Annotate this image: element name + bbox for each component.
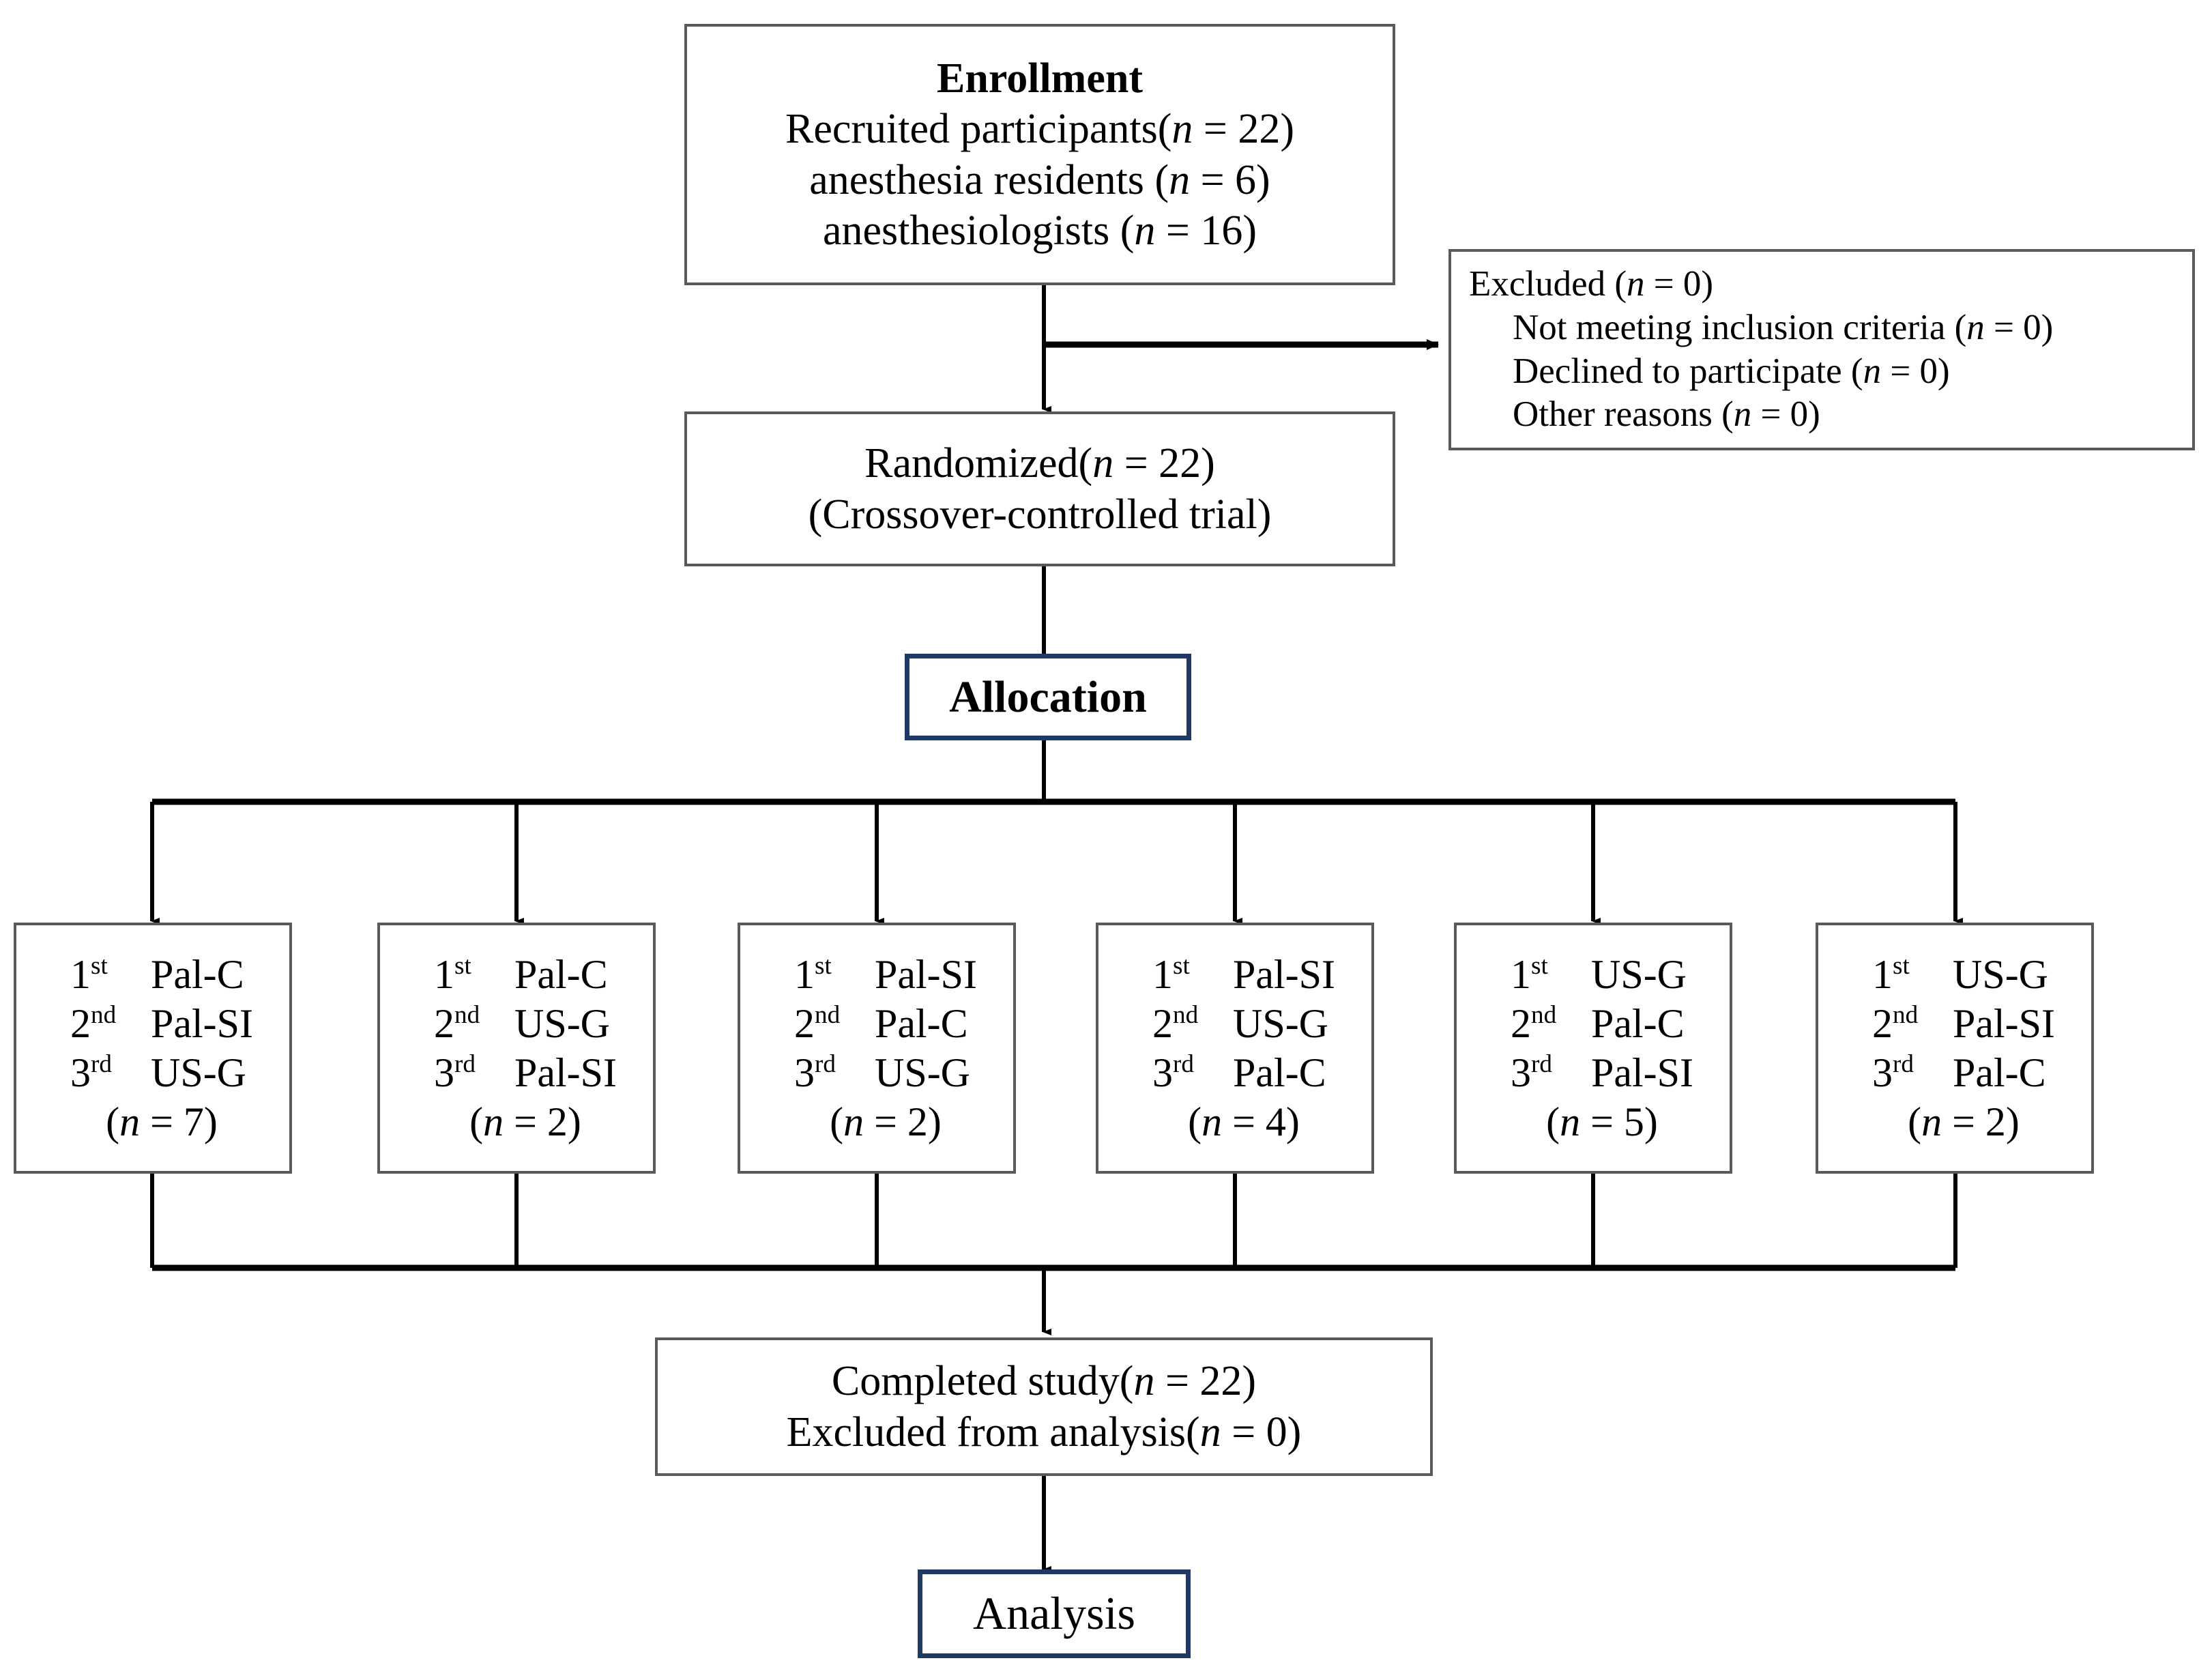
group-3-count: (n = 2): [830, 1099, 942, 1144]
allocation-label: Allocation: [949, 671, 1147, 722]
analysis-label: Analysis: [973, 1587, 1135, 1640]
enrollment-heading: Enrollment: [937, 55, 1143, 102]
group-1-count: (n = 7): [106, 1099, 218, 1144]
enrollment-line-recruited: Recruited participants(n = 22): [785, 106, 1294, 153]
randomized-line-count: Randomized(n = 22): [864, 440, 1215, 487]
excluded-reason-other: Other reasons (n = 0): [1513, 394, 1820, 435]
allocation-header-box: Allocation: [905, 654, 1191, 740]
enrollment-box: Enrollment Recruited participants(n = 22…: [684, 24, 1395, 285]
randomized-box: Randomized(n = 22) (Crossover-controlled…: [684, 411, 1395, 566]
excluded-reason-inclusion: Not meeting inclusion criteria (n = 0): [1513, 307, 2054, 347]
excluded-box: Excluded (n = 0) Not meeting inclusion c…: [1448, 249, 2195, 450]
analysis-box: Analysis: [918, 1569, 1191, 1658]
randomized-line-design: (Crossover-controlled trial): [808, 491, 1272, 538]
group-5-count: (n = 5): [1546, 1099, 1658, 1144]
excluded-reason-declined: Declined to participate (n = 0): [1513, 351, 1950, 391]
group-2-count: (n = 2): [469, 1099, 581, 1144]
excluded-heading: Excluded (n = 0): [1469, 264, 1714, 304]
completed-study-line: Completed study(n = 22): [831, 1358, 1257, 1405]
completed-study-box: Completed study(n = 22) Excluded from an…: [655, 1337, 1433, 1476]
enrollment-line-residents: anesthesia residents (n = 6): [809, 156, 1270, 203]
excluded-from-analysis-line: Excluded from analysis(n = 0): [786, 1408, 1302, 1455]
enrollment-line-anesthesiologists: anesthesiologists (n = 16): [823, 207, 1257, 254]
group-6-count: (n = 2): [1908, 1099, 2020, 1144]
group-4-count: (n = 4): [1188, 1099, 1300, 1144]
